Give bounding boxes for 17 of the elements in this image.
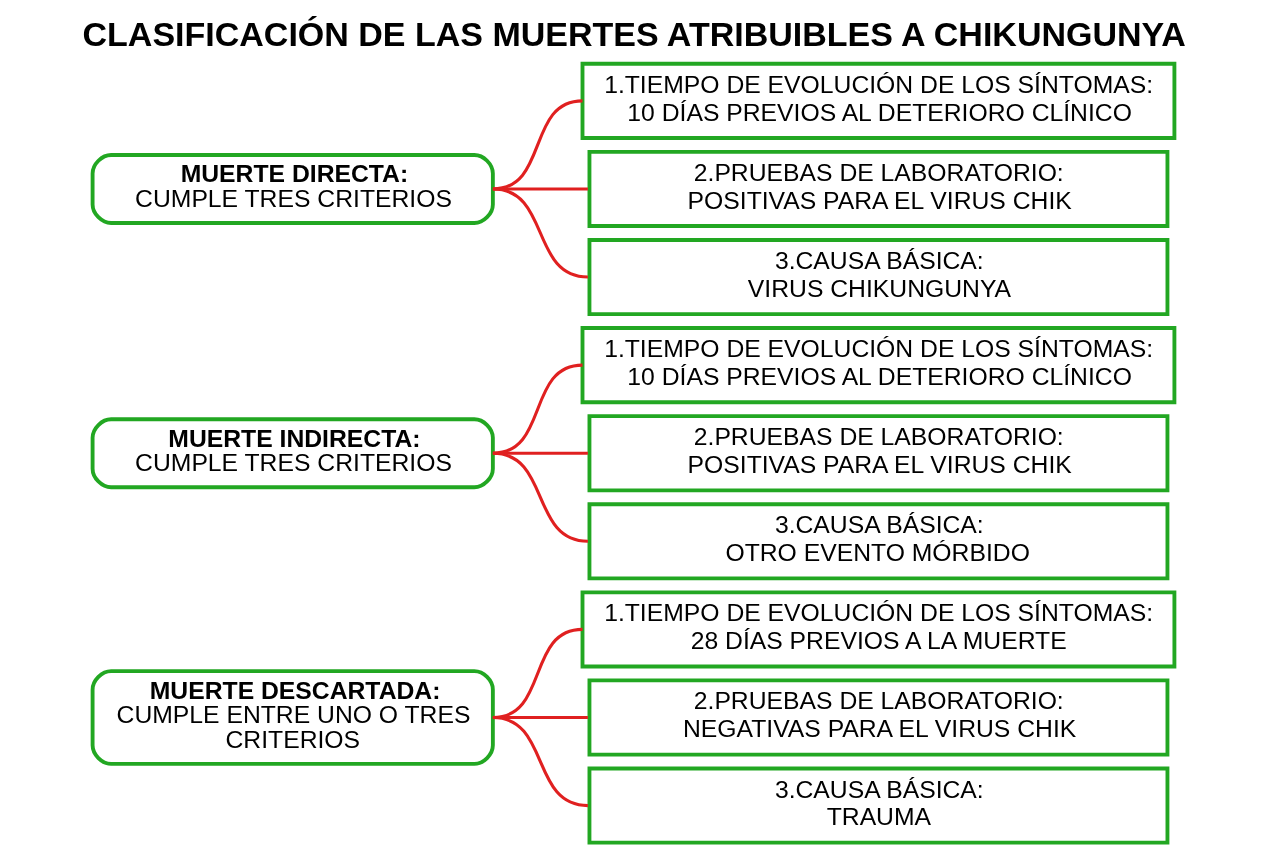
connector: [492, 187, 589, 279]
node-box: 1.TIEMPO DE EVOLUCIÓN DE LOS SÍNTOMAS: 10 DÍAS PREVIOS AL DETERIORO CLÍNICO: [580, 326, 1177, 405]
node-box: MUERTE DESCARTADA: CUMPLE ENTRE UNO O TRES CRITERIOS: [90, 669, 495, 766]
node-box: 3.CAUSA BÁSICA: TRAUMA: [587, 766, 1170, 845]
connector: [492, 715, 589, 808]
node-box: 1.TIEMPO DE EVOLUCIÓN DE LOS SÍNTOMAS: 28 DÍAS PREVIOS A LA MUERTE: [580, 590, 1177, 669]
node-box: MUERTE DIRECTA: CUMPLE TRES CRITERIOS: [90, 153, 495, 225]
connector: [492, 451, 589, 543]
node-box: 1.TIEMPO DE EVOLUCIÓN DE LOS SÍNTOMAS: 10 DÍAS PREVIOS AL DETERIORO CLÍNICO: [580, 61, 1177, 140]
node-box: 2.PRUEBAS DE LABORATORIO: POSITIVAS PARA EL VIRUS CHIK: [587, 414, 1170, 493]
node-box: 2.PRUEBAS DE LABORATORIO: NEGATIVAS PARA EL VIRUS CHIK: [587, 678, 1170, 757]
diagram-title: CLASIFICACIÓN DE LAS MUERTES ATRIBUIBLES A CHIKUNGUNYA: [82, 15, 1186, 54]
node-box: MUERTE INDIRECTA: CUMPLE TRES CRITERIOS: [90, 417, 495, 490]
node-box: 3.CAUSA BÁSICA: VIRUS CHIKUNGUNYA: [587, 238, 1170, 317]
connector: [492, 187, 588, 191]
node-box: 3.CAUSA BÁSICA: OTRO EVENTO MÓRBIDO: [587, 502, 1170, 581]
node-box: 2.PRUEBAS DE LABORATORIO: POSITIVAS PARA EL VIRUS CHIK: [587, 149, 1170, 228]
